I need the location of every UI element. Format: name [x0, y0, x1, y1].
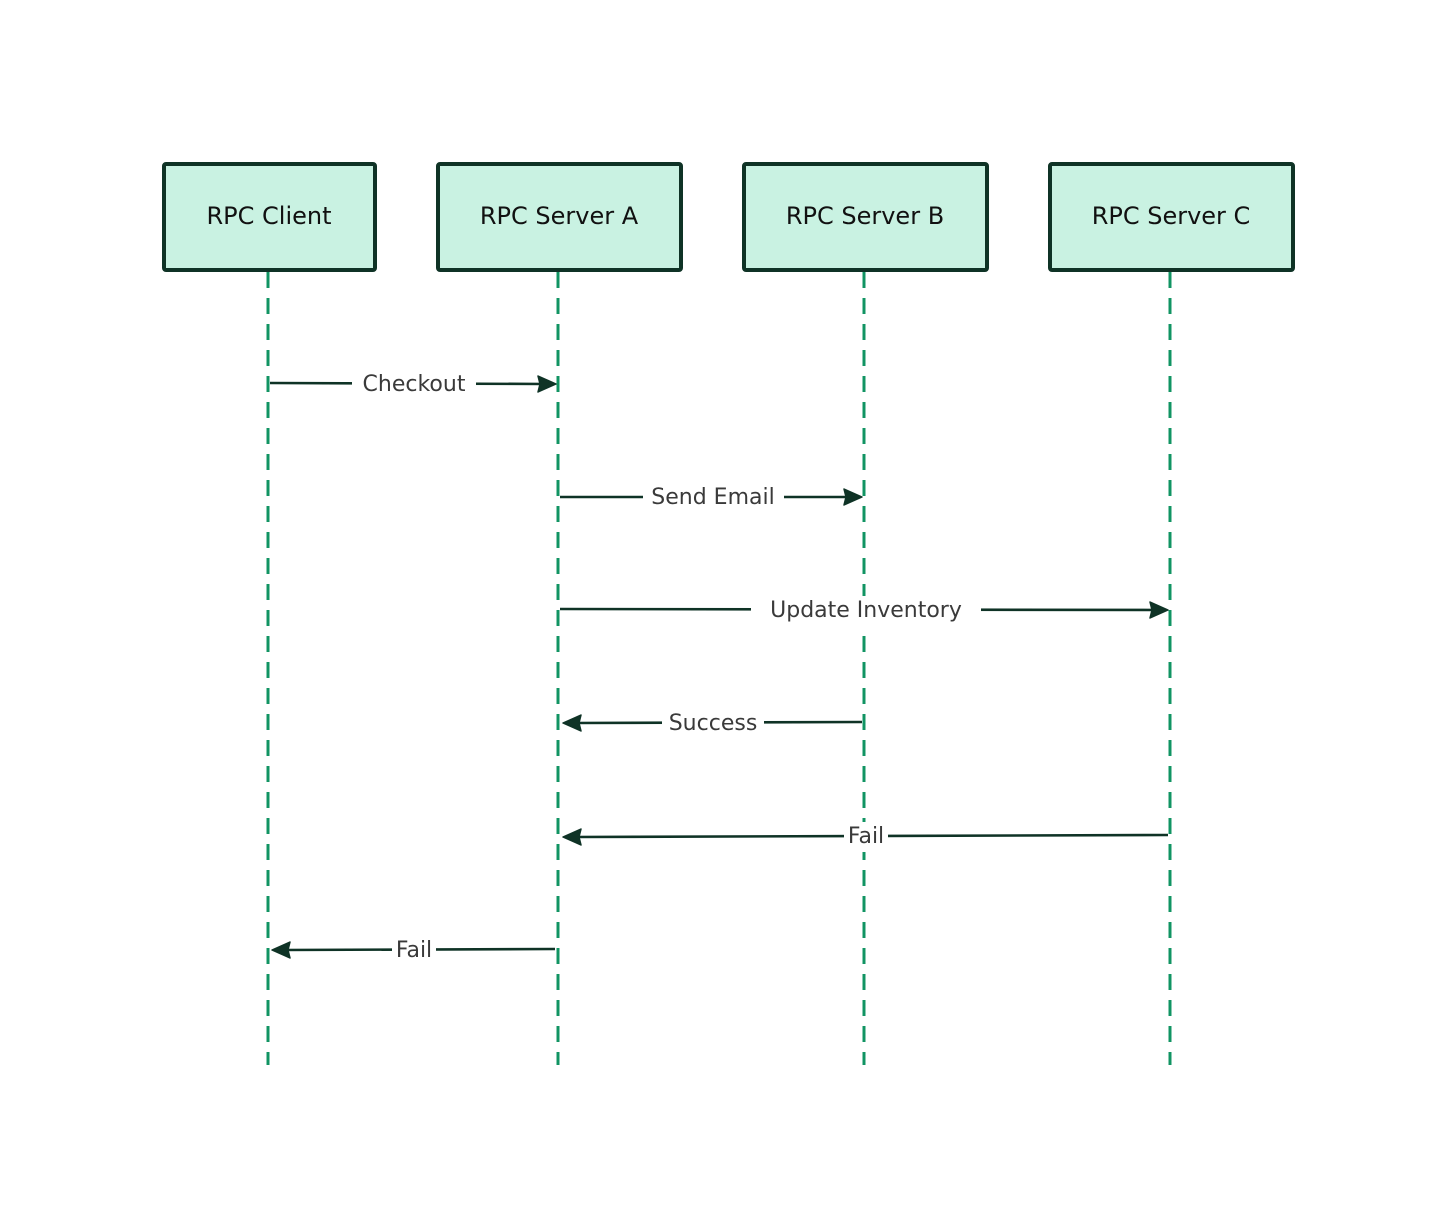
- label-background: [352, 370, 476, 400]
- arrowhead-left: [562, 828, 582, 846]
- arrowhead-left: [562, 714, 582, 732]
- arrowhead-right: [537, 375, 557, 393]
- message-label: Success: [669, 711, 758, 736]
- arrowhead-left: [271, 941, 291, 959]
- participant-rpc-server-b: RPC Server B: [742, 162, 989, 272]
- lifelines: [266, 272, 1172, 1065]
- message-label: Fail: [396, 938, 432, 963]
- message-fail-a-to-client: Fail: [271, 936, 556, 966]
- participant-label: RPC Server A: [480, 202, 639, 230]
- participant-label: RPC Client: [206, 202, 331, 230]
- message-send-email: Send Email: [560, 483, 863, 513]
- message-update-inventory: Update Inventory: [559, 596, 1169, 626]
- message-label: Checkout: [363, 372, 466, 397]
- label-background: [643, 483, 784, 513]
- label-background: [844, 822, 888, 852]
- message-fail-c-to-a: Fail: [562, 822, 1169, 852]
- participant-rpc-client: RPC Client: [162, 162, 377, 272]
- message-checkout: Checkout: [269, 370, 557, 400]
- participant-label: RPC Server B: [786, 202, 944, 230]
- label-background: [392, 936, 436, 966]
- label-background: [751, 596, 981, 626]
- participant-rpc-server-a: RPC Server A: [436, 162, 683, 272]
- participant-label: RPC Server C: [1092, 202, 1251, 230]
- arrowhead-right: [843, 488, 863, 506]
- label-background: [662, 709, 764, 739]
- arrowhead-right: [1149, 601, 1169, 619]
- message-success: Success: [562, 709, 863, 739]
- message-label: Send Email: [651, 485, 774, 510]
- message-label: Fail: [848, 824, 884, 849]
- message-label: Update Inventory: [770, 598, 962, 623]
- participant-rpc-server-c: RPC Server C: [1048, 162, 1295, 272]
